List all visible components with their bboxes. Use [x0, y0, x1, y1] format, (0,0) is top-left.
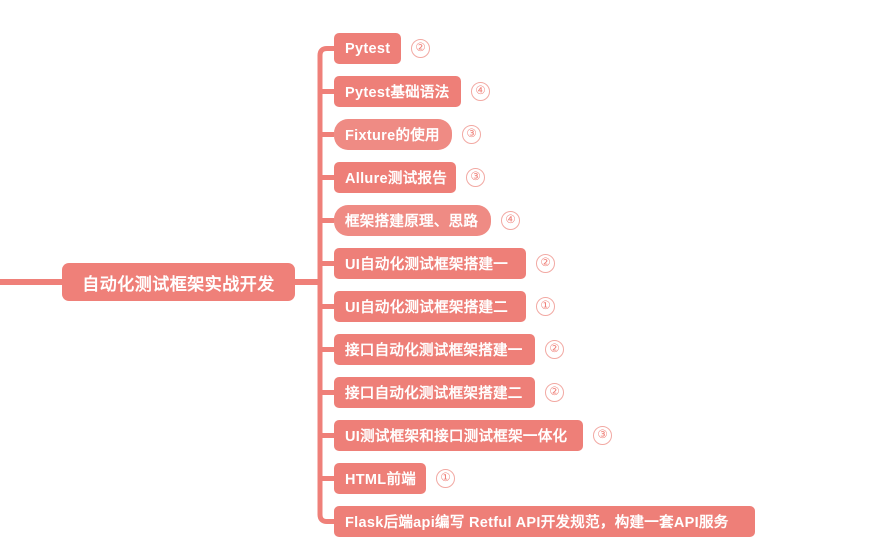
branch-node-11[interactable]: HTML前端	[334, 463, 426, 494]
branch-badge-4: ③	[466, 168, 485, 187]
branch-node-label: 接口自动化测试框架搭建一	[345, 343, 523, 359]
branch-badge-count: ①	[440, 471, 451, 484]
branch-node-label: HTML前端	[345, 472, 417, 488]
branch-badge-count: ②	[415, 41, 426, 54]
branch-node-8[interactable]: 接口自动化测试框架搭建一	[334, 334, 535, 365]
branch-badge-count: ④	[475, 84, 486, 97]
branch-badge-8: ②	[545, 340, 564, 359]
root-node-label: 自动化测试框架实战开发	[82, 274, 275, 294]
branch-node-label: UI自动化测试框架搭建一	[345, 257, 509, 273]
branch-badge-count: ②	[540, 256, 551, 269]
branch-node-1[interactable]: Pytest	[334, 33, 401, 64]
branch-node-label: 接口自动化测试框架搭建二	[345, 386, 523, 402]
branch-node-5[interactable]: 框架搭建原理、思路	[334, 205, 491, 236]
branch-badge-10: ③	[593, 426, 612, 445]
root-node[interactable]: 自动化测试框架实战开发	[62, 263, 295, 301]
branch-node-label: Flask后端api编写 Retful API开发规范，构建一套API服务	[345, 515, 729, 531]
branch-node-12[interactable]: Flask后端api编写 Retful API开发规范，构建一套API服务	[334, 506, 755, 537]
branch-node-2[interactable]: Pytest基础语法	[334, 76, 461, 107]
branch-node-label: Pytest基础语法	[345, 85, 450, 101]
branch-badge-count: ①	[540, 299, 551, 312]
branch-node-9[interactable]: 接口自动化测试框架搭建二	[334, 377, 535, 408]
branch-badge-count: ③	[466, 127, 477, 140]
branch-node-10[interactable]: UI测试框架和接口测试框架一体化	[334, 420, 583, 451]
branch-badge-3: ③	[462, 125, 481, 144]
branch-badge-1: ②	[411, 39, 430, 58]
branch-badge-count: ②	[549, 342, 560, 355]
branch-node-7[interactable]: UI自动化测试框架搭建二	[334, 291, 526, 322]
branch-badge-count: ③	[597, 428, 608, 441]
branch-node-4[interactable]: Allure测试报告	[334, 162, 456, 193]
branch-node-label: UI测试框架和接口测试框架一体化	[345, 429, 568, 445]
branch-badge-9: ②	[545, 383, 564, 402]
branch-node-label: 框架搭建原理、思路	[345, 214, 479, 230]
branch-badge-count: ④	[505, 213, 516, 226]
branch-node-label: Pytest	[345, 40, 391, 57]
branch-badge-6: ②	[536, 254, 555, 273]
branch-badge-7: ①	[536, 297, 555, 316]
branch-node-label: UI自动化测试框架搭建二	[345, 300, 509, 316]
branch-node-label: Fixture的使用	[345, 128, 440, 144]
branch-node-6[interactable]: UI自动化测试框架搭建一	[334, 248, 526, 279]
branch-badge-count: ②	[549, 385, 560, 398]
branch-badge-5: ④	[501, 211, 520, 230]
branch-node-3[interactable]: Fixture的使用	[334, 119, 452, 150]
branch-node-label: Allure测试报告	[345, 171, 448, 187]
branch-badge-11: ①	[436, 469, 455, 488]
branch-badge-count: ③	[470, 170, 481, 183]
branch-badge-2: ④	[471, 82, 490, 101]
